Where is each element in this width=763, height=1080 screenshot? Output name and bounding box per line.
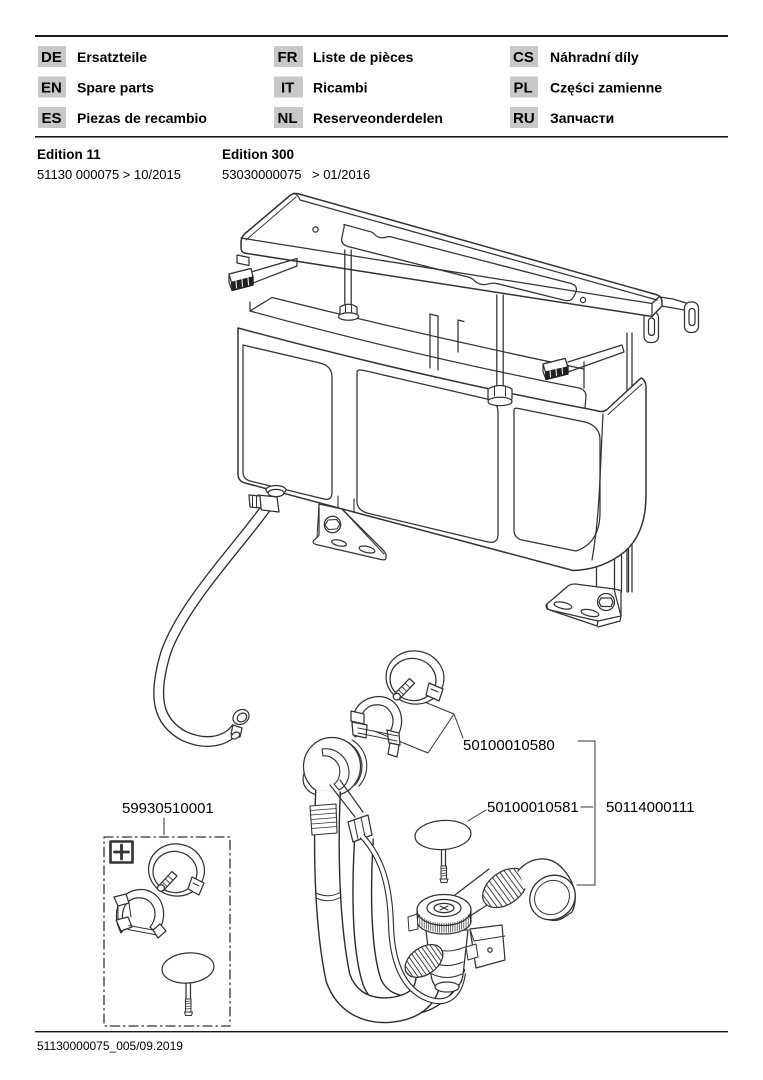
svg-text:50114000111: 50114000111 <box>606 799 694 816</box>
svg-text:Náhradní díly: Náhradní díly <box>550 49 639 65</box>
svg-text:53030000075: 53030000075 <box>222 167 302 182</box>
svg-text:NL: NL <box>278 110 298 127</box>
svg-text:Spare parts: Spare parts <box>77 80 154 96</box>
svg-text:DE: DE <box>41 49 62 66</box>
svg-text:PL: PL <box>514 80 533 97</box>
svg-text:CS: CS <box>513 49 534 66</box>
svg-text:Ricambi: Ricambi <box>313 80 367 96</box>
svg-text:EN: EN <box>41 80 62 97</box>
svg-text:59930510001: 59930510001 <box>122 800 214 817</box>
svg-text:Reserveonderdelen: Reserveonderdelen <box>313 110 443 126</box>
svg-text:FR: FR <box>278 49 298 66</box>
svg-text:Запчасти: Запчасти <box>550 110 614 126</box>
svg-text:Piezas de recambio: Piezas de recambio <box>77 110 207 126</box>
svg-text:51130000075_005/09.2019: 51130000075_005/09.2019 <box>37 1039 183 1053</box>
svg-text:51130 000075 > 10/2015: 51130 000075 > 10/2015 <box>37 167 181 182</box>
svg-text:50100010580: 50100010580 <box>463 737 555 754</box>
svg-text:> 01/2016: > 01/2016 <box>312 167 370 182</box>
svg-text:RU: RU <box>513 110 535 127</box>
svg-text:Edition 11: Edition 11 <box>37 147 101 162</box>
svg-text:IT: IT <box>281 80 294 97</box>
svg-text:Edition 300: Edition 300 <box>222 147 294 162</box>
svg-text:50100010581: 50100010581 <box>487 799 579 816</box>
svg-text:Ersatzteile: Ersatzteile <box>77 49 147 65</box>
svg-text:ES: ES <box>42 110 62 127</box>
svg-text:Części zamienne: Części zamienne <box>550 80 662 96</box>
svg-text:Liste de pièces: Liste de pièces <box>313 49 414 65</box>
